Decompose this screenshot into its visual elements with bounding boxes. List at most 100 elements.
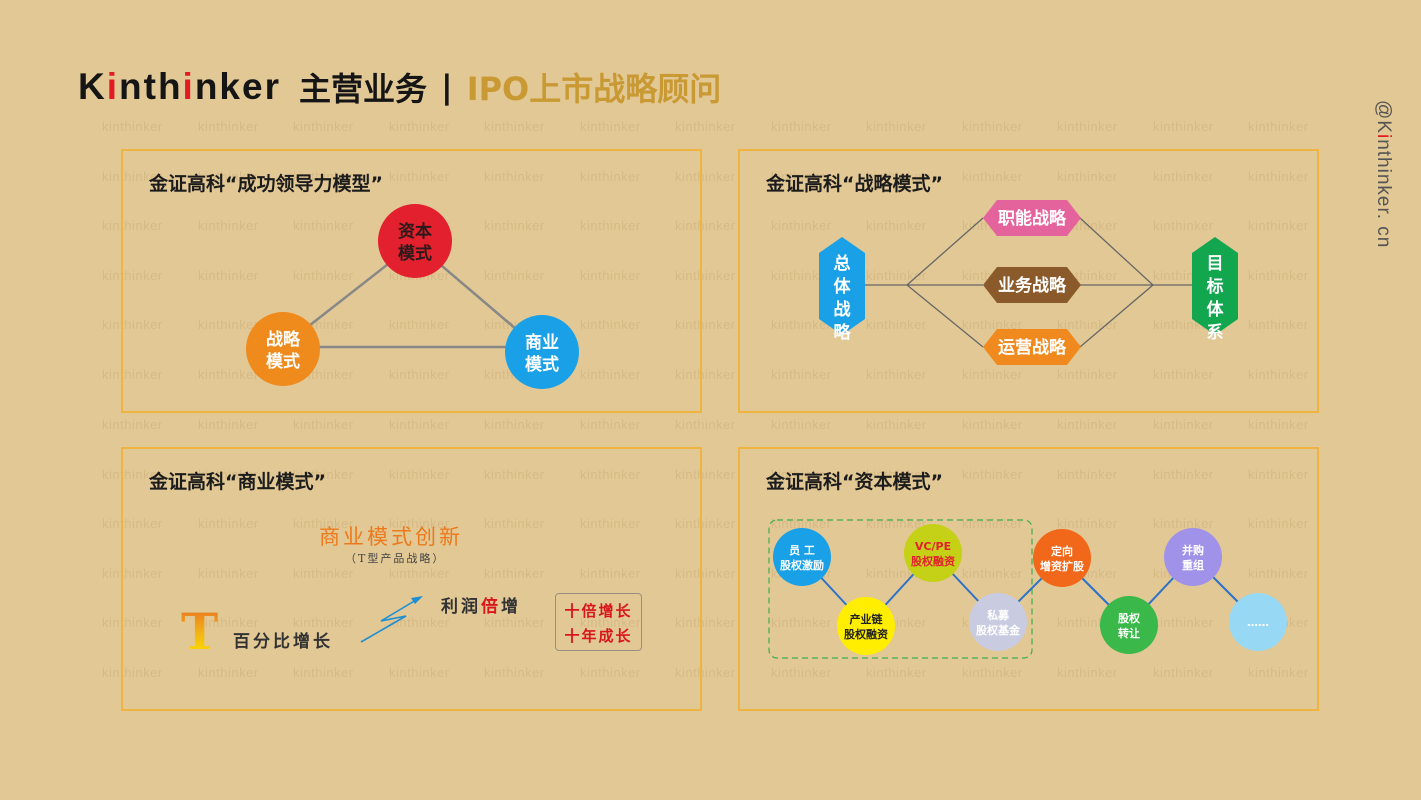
watermark-text: kinthinker [389, 417, 450, 432]
hex-char: 战 [834, 300, 851, 320]
hex-shape [983, 200, 1081, 236]
node-label-line2: 模式 [266, 351, 300, 372]
capital-diagram: 员 工股权激励产业链股权融资VC/PE股权融资私募股权基金定向增资扩股股权转让并… [768, 519, 1287, 659]
watermark-text: kinthinker [675, 119, 736, 134]
watermark-text: kinthinker [198, 417, 259, 432]
brand-logo: Kinthinker [78, 66, 281, 107]
hex-shape [983, 329, 1081, 365]
watermark-text: kinthinker [580, 417, 641, 432]
watermark-text: kinthinker [675, 417, 736, 432]
hex-char: 目 [1207, 254, 1224, 274]
node-circle [505, 315, 579, 389]
node-label-line2: 模式 [398, 243, 432, 264]
panel-title: 金证高科“商业模式” [149, 471, 326, 493]
watermark-text: kinthinker [1248, 119, 1309, 134]
panel-business-model: 金证高科“商业模式” 商业模式创新 （T型产品战略） T 百分比增长 利润倍增 … [121, 447, 702, 711]
node-label-line1: 私募 [987, 608, 1010, 622]
site-url: @Kinthinker. cn [1373, 100, 1394, 249]
node-label-line1: 战略 [266, 329, 301, 350]
page-title: 主营业务 [298, 70, 427, 108]
node-label-line1: 股权 [1118, 611, 1141, 625]
node-label-line2: 转让 [1118, 626, 1140, 640]
node-circle [837, 597, 895, 655]
hex-label: 运营战略 [998, 337, 1067, 358]
functional-strategy-node: 职能战略 [983, 200, 1081, 236]
business-headline: 商业模式创新 [319, 525, 463, 549]
watermark-text: kinthinker [102, 119, 163, 134]
node-circle [773, 528, 831, 586]
arrow-head [411, 596, 423, 604]
percent-growth-text: 百分比增长 [233, 632, 333, 652]
node-label-line1: 产业链 [850, 612, 884, 626]
page-subtitle: IPO上市战略顾问 [466, 70, 722, 108]
watermark-text: kinthinker [102, 417, 163, 432]
node-label-line2: 股权基金 [976, 623, 1021, 637]
node-circle [1100, 596, 1158, 654]
watermark-text: kinthinker [198, 119, 259, 134]
watermark-text: kinthinker [771, 417, 832, 432]
title-separator: | [441, 68, 453, 106]
node-circle [1033, 529, 1091, 587]
hex-char: 总 [834, 253, 851, 274]
node-label-line2: 模式 [525, 354, 559, 375]
watermark-text: kinthinker [962, 417, 1023, 432]
page-header: Kinthinker 主营业务 | IPO上市战略顾问 [78, 62, 721, 112]
panel-title: 金证高科“成功领导力模型” [149, 173, 383, 195]
hex-char: 系 [1207, 323, 1224, 343]
panel-strategy-model: 金证高科“战略模式” 总体战略目标体系职能战略业务战略运营战略 [738, 149, 1319, 413]
panel-title: 金证高科“战略模式” [766, 173, 943, 195]
panel-title: 金证高科“资本模式” [766, 471, 943, 493]
t-shape-letter: T [181, 602, 219, 661]
node-label-line1: …… [1247, 616, 1269, 629]
node-label-line1: 并购 [1182, 543, 1204, 557]
business-strategy-node: 业务战略 [983, 267, 1081, 303]
node-circle [904, 524, 962, 582]
node-circle [1164, 528, 1222, 586]
business-subline: （T型产品战略） [345, 552, 446, 565]
link-hub-functional [906, 217, 984, 286]
panel-leadership-model: 金证高科“成功领导力模型” 资本模式战略模式商业模式 [121, 149, 702, 413]
hex-label: 业务战略 [998, 275, 1067, 296]
link-hub-operations [906, 284, 984, 348]
hex-char: 体 [834, 276, 852, 297]
node-label-line1: VC/PE [915, 540, 951, 553]
hex-shape [983, 267, 1081, 303]
watermark-text: kinthinker [866, 417, 927, 432]
node-label-line1: 员 工 [789, 544, 815, 557]
strategy-model-node: 战略模式 [246, 312, 320, 386]
capital-model-node: 资本模式 [378, 204, 452, 278]
hex-shape [1192, 237, 1238, 335]
node-circle [969, 593, 1027, 651]
node-label-line2: 股权激励 [780, 558, 824, 572]
watermark-text: kinthinker [389, 119, 450, 134]
node-label-line1: 商业 [525, 332, 559, 353]
hex-char: 体 [1207, 299, 1225, 320]
watermark-text: kinthinker [293, 417, 354, 432]
link-functional-hub [1079, 217, 1154, 286]
hex-char: 略 [834, 322, 852, 343]
node-label-line2: 股权融资 [911, 554, 955, 568]
hex-shape [819, 237, 865, 335]
watermark-text: kinthinker [580, 119, 641, 134]
link-operations-hub [1079, 284, 1154, 348]
growth-box-line1: 十倍增长 [564, 602, 633, 620]
watermark-text: kinthinker [1248, 417, 1309, 432]
watermark-text: kinthinker [771, 119, 832, 134]
arrow-zigzag [360, 599, 417, 643]
watermark-text: kinthinker [484, 417, 545, 432]
watermark-text: kinthinker [293, 119, 354, 134]
watermark-text: kinthinker [484, 119, 545, 134]
profit-growth-text: 利润倍增 [441, 597, 521, 617]
node-label-line2: 重组 [1182, 558, 1204, 572]
watermark-text: kinthinker [1057, 119, 1118, 134]
